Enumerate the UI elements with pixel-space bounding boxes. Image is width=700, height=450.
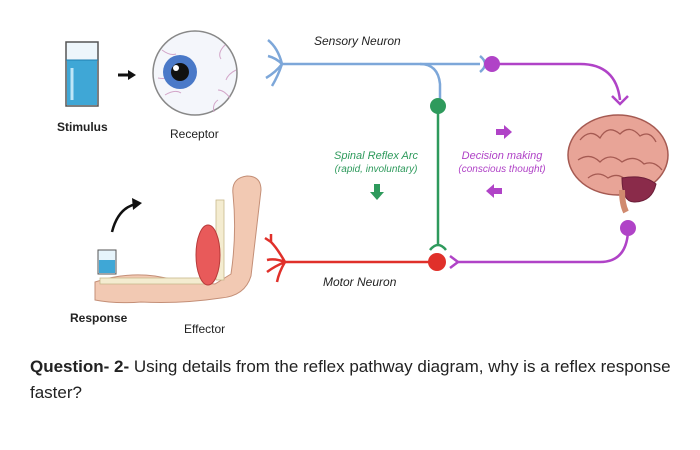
question-text: Question- 2- Using details from the refl… (30, 354, 680, 406)
effector-label: Effector (184, 322, 226, 336)
reflex-pathway-diagram (65, 30, 669, 304)
spinal-reflex-arc-label: Spinal Reflex Arc (rapid, involuntary) (334, 150, 418, 175)
stimulus-label: Stimulus (57, 120, 108, 134)
brain-icon (567, 114, 669, 214)
eyeball-icon (152, 30, 238, 116)
sensory-neuron (265, 39, 487, 100)
response-label: Response (70, 311, 128, 325)
sensory-neuron-label: Sensory Neuron (314, 34, 401, 48)
synapse-node (484, 56, 500, 72)
decision-arrows (486, 125, 512, 198)
question-body: Using details from the reflex pathway di… (30, 357, 671, 402)
receptor-label: Receptor (170, 127, 219, 141)
reflex-arrow (370, 184, 384, 200)
arm-icon (94, 175, 262, 304)
decision-making-label: Decision making (conscious thought) (458, 150, 546, 175)
motor-neuron (264, 234, 430, 283)
beaker-icon (65, 41, 99, 107)
question-prefix: Question- 2- (30, 357, 130, 376)
arrow-icon (118, 70, 136, 80)
motor-neuron-label: Motor Neuron (323, 275, 397, 289)
interneuron-node (430, 98, 446, 114)
